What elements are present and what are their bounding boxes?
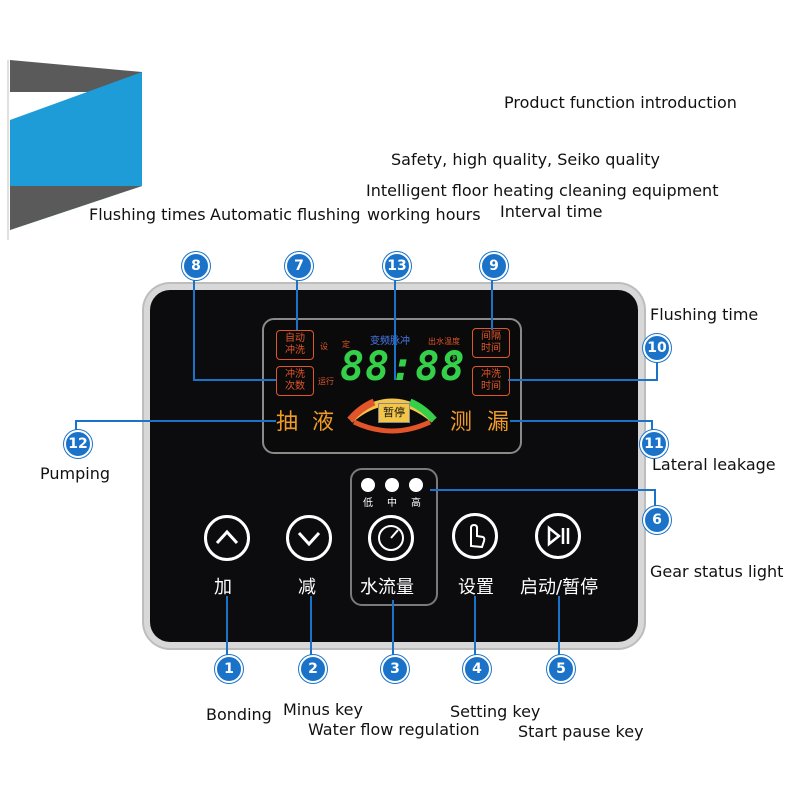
- minus-button[interactable]: [286, 515, 332, 561]
- water-flow-dial: [368, 515, 414, 561]
- badge-2: 2: [299, 655, 327, 683]
- gear-light-low: [361, 478, 375, 492]
- label-water-flow-regulation: Water flow regulation: [308, 720, 480, 739]
- badge-8: 8: [182, 252, 210, 280]
- badge-1: 1: [215, 655, 243, 683]
- lcd-water-temp: 出水温度: [428, 337, 460, 346]
- lcd-flush-count-2: 次数: [285, 381, 305, 392]
- lcd-auto-flush-1: 自动: [285, 333, 305, 344]
- gear-light-mid: [385, 478, 399, 492]
- label-setting-key: Setting key: [450, 702, 541, 721]
- plus-label: 加: [214, 577, 232, 598]
- label-interval-time: Interval time: [500, 202, 603, 221]
- lcd-flush-time-2: 时间: [481, 381, 501, 392]
- badge-9: 9: [480, 252, 508, 280]
- gear-high-label: 高: [411, 498, 421, 509]
- lcd-gauge-arc: [347, 398, 437, 434]
- lcd-pump: 抽: [276, 410, 299, 435]
- badge-12: 12: [64, 430, 92, 458]
- label-start-pause-key: Start pause key: [518, 722, 644, 741]
- label-pumping: Pumping: [40, 464, 110, 483]
- badge-10: 10: [643, 334, 671, 362]
- hand-touch-icon: [470, 523, 486, 549]
- lcd-fixed: 定: [342, 340, 350, 349]
- lcd-seconds: 秒: [452, 354, 460, 363]
- chevron-up-icon: [215, 529, 239, 545]
- header-line-equipment: Intelligent floor heating cleaning equip…: [366, 181, 719, 200]
- lcd-flush-time-1: 冲洗: [481, 369, 501, 380]
- badge-5: 5: [547, 655, 575, 683]
- gear-low-label: 低: [363, 498, 373, 509]
- label-automatic-flushing: Automatic flushing: [210, 205, 361, 224]
- lcd-set: 设: [320, 342, 328, 351]
- badge-6: 6: [643, 506, 671, 534]
- lcd-interval-1: 间隔: [481, 331, 501, 342]
- label-working-hours: working hours: [367, 205, 481, 224]
- badge-11: 11: [640, 430, 668, 458]
- lcd-flush-count-1: 冲洗: [285, 369, 305, 380]
- chevron-down-icon: [297, 531, 321, 547]
- lcd-auto-flush-2: 冲洗: [285, 345, 305, 356]
- badge-3: 3: [381, 655, 409, 683]
- header-line-quality: Safety, high quality, Seiko quality: [391, 150, 660, 169]
- lcd-detect: 测: [450, 410, 473, 435]
- lcd-leak: 漏: [487, 410, 510, 435]
- lcd-run: 运行: [318, 377, 334, 386]
- start-pause-label: 启动/暂停: [520, 577, 599, 598]
- label-minus-key: Minus key: [283, 700, 363, 719]
- lcd-auto-flush-box: 自动 冲洗: [276, 330, 314, 360]
- label-bonding: Bonding: [206, 705, 272, 724]
- label-lateral-leakage: Lateral leakage: [652, 455, 776, 474]
- water-flow-label: 水流量: [360, 577, 414, 598]
- label-flushing-time: Flushing time: [650, 305, 759, 324]
- header-decoration: [7, 60, 142, 240]
- lcd-interval-2: 时间: [481, 343, 501, 354]
- play-pause-icon: [547, 525, 570, 547]
- label-flushing-times: Flushing times: [89, 205, 206, 224]
- badge-4: 4: [463, 655, 491, 683]
- badge-7: 7: [285, 252, 313, 280]
- gear-mid-label: 中: [387, 498, 397, 509]
- gauge-icon: [378, 525, 404, 551]
- lcd-liquid: 液: [312, 410, 335, 435]
- lcd-freq-pulse: 变频脉冲: [370, 336, 410, 347]
- plus-button[interactable]: [204, 515, 250, 561]
- start-pause-button[interactable]: [535, 513, 581, 559]
- lcd-digits: 88:88: [340, 344, 466, 390]
- gear-light-high: [409, 478, 423, 492]
- settings-label: 设置: [458, 577, 494, 598]
- settings-button[interactable]: [452, 513, 498, 559]
- header-title: Product function introduction: [504, 93, 737, 112]
- lcd-pause-chip: 暂停: [378, 403, 410, 423]
- lcd-flush-count-box: 冲洗 次数: [276, 366, 314, 396]
- label-gear-status-light: Gear status light: [650, 562, 784, 581]
- badge-13: 13: [383, 252, 411, 280]
- minus-label: 减: [298, 577, 316, 598]
